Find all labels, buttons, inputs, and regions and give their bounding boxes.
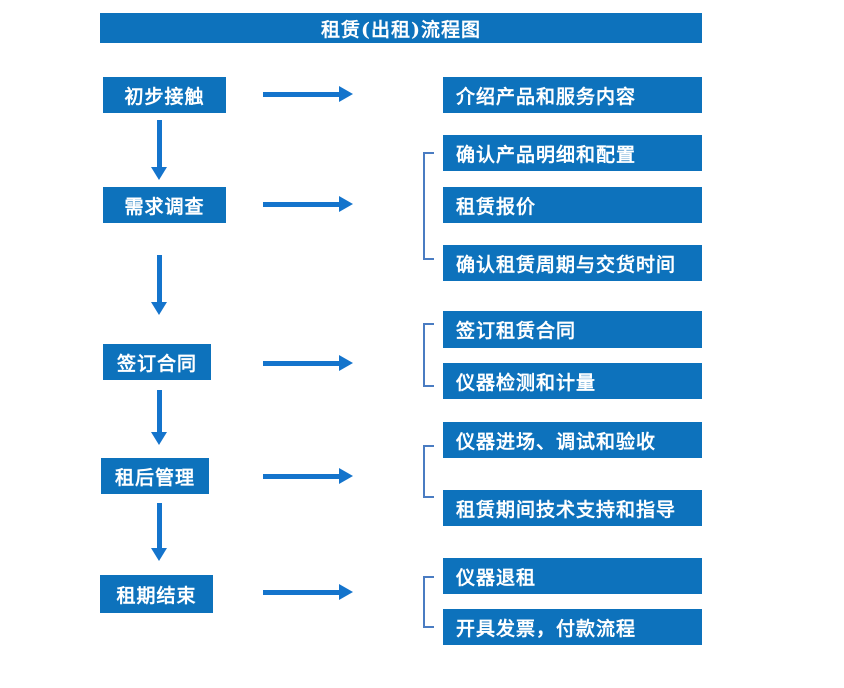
step-box-demand-survey: 需求调查 [103, 187, 226, 223]
bracket-connector [423, 323, 434, 387]
detail-box-instrument-setup-acceptance: 仪器进场、调试和验收 [443, 422, 702, 458]
arrow-down-icon [151, 503, 167, 561]
detail-box-confirm-rental-period: 确认租赁周期与交货时间 [443, 245, 702, 281]
detail-box-invoice-payment: 开具发票，付款流程 [443, 609, 702, 645]
bracket-connector [423, 152, 434, 260]
step-box-initial-contact: 初步接触 [103, 77, 226, 113]
detail-box-technical-support: 租赁期间技术支持和指导 [443, 490, 702, 526]
arrow-right-icon [263, 355, 353, 371]
bracket-connector [423, 576, 434, 628]
detail-box-confirm-product-details: 确认产品明细和配置 [443, 135, 702, 171]
detail-box-sign-rental-contract: 签订租赁合同 [443, 311, 702, 348]
step-box-rental-end: 租期结束 [100, 575, 213, 613]
diagram-title: 租赁(出租)流程图 [100, 13, 702, 43]
step-box-sign-contract: 签订合同 [103, 344, 211, 380]
arrow-right-icon [263, 196, 353, 212]
arrow-right-icon [263, 86, 353, 102]
step-box-post-rental-management: 租后管理 [101, 458, 209, 494]
arrow-right-icon [263, 468, 353, 484]
bracket-connector [423, 445, 434, 498]
detail-box-instrument-testing: 仪器检测和计量 [443, 363, 702, 399]
detail-box-rental-quotation: 租赁报价 [443, 187, 702, 223]
detail-box-introduce-products: 介绍产品和服务内容 [443, 77, 702, 113]
arrow-down-icon [151, 390, 167, 445]
detail-box-instrument-return: 仪器退租 [443, 558, 702, 594]
arrow-right-icon [263, 584, 353, 600]
arrow-down-icon [151, 255, 167, 315]
arrow-down-icon [151, 120, 167, 180]
